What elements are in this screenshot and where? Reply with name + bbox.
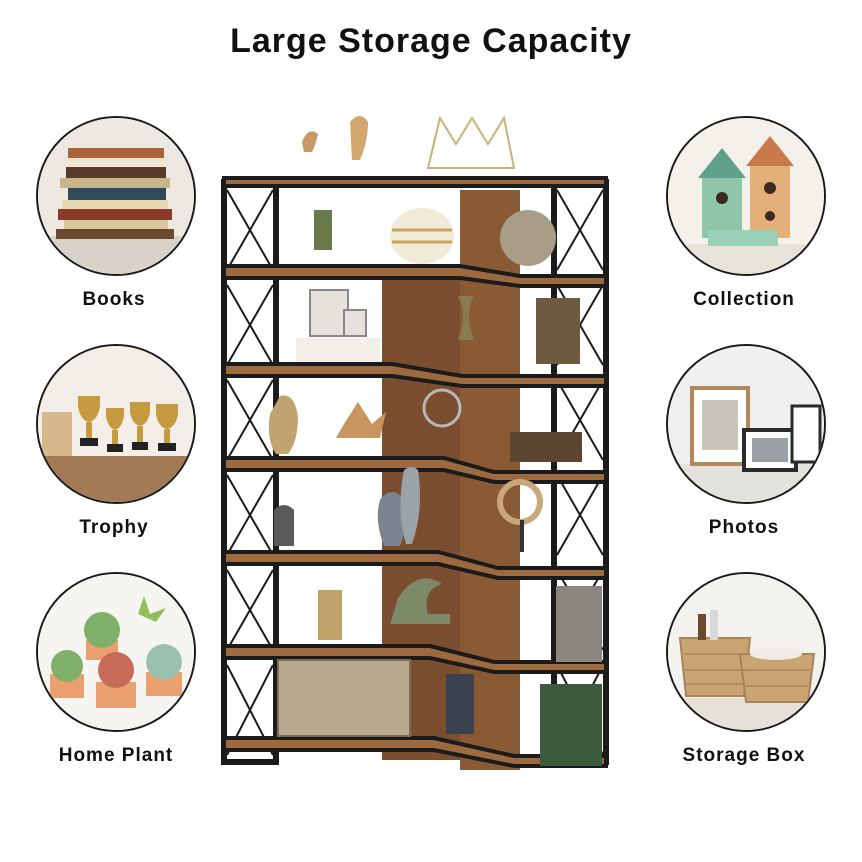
books-image	[36, 116, 196, 276]
corner-bookshelf-image	[210, 90, 640, 790]
page-title: Large Storage Capacity	[230, 22, 632, 60]
storage-box-image	[666, 572, 826, 732]
photos-image	[666, 344, 826, 504]
storage-box-label: Storage Box	[682, 745, 806, 766]
collection-image	[666, 116, 826, 276]
trophy-label: Trophy	[79, 517, 149, 538]
collection-label: Collection	[693, 289, 795, 310]
books-label: Books	[82, 289, 146, 310]
home-plant-label: Home Plant	[58, 745, 174, 766]
photos-label: Photos	[708, 517, 780, 538]
home-plant-image	[36, 572, 196, 732]
trophy-image	[36, 344, 196, 504]
